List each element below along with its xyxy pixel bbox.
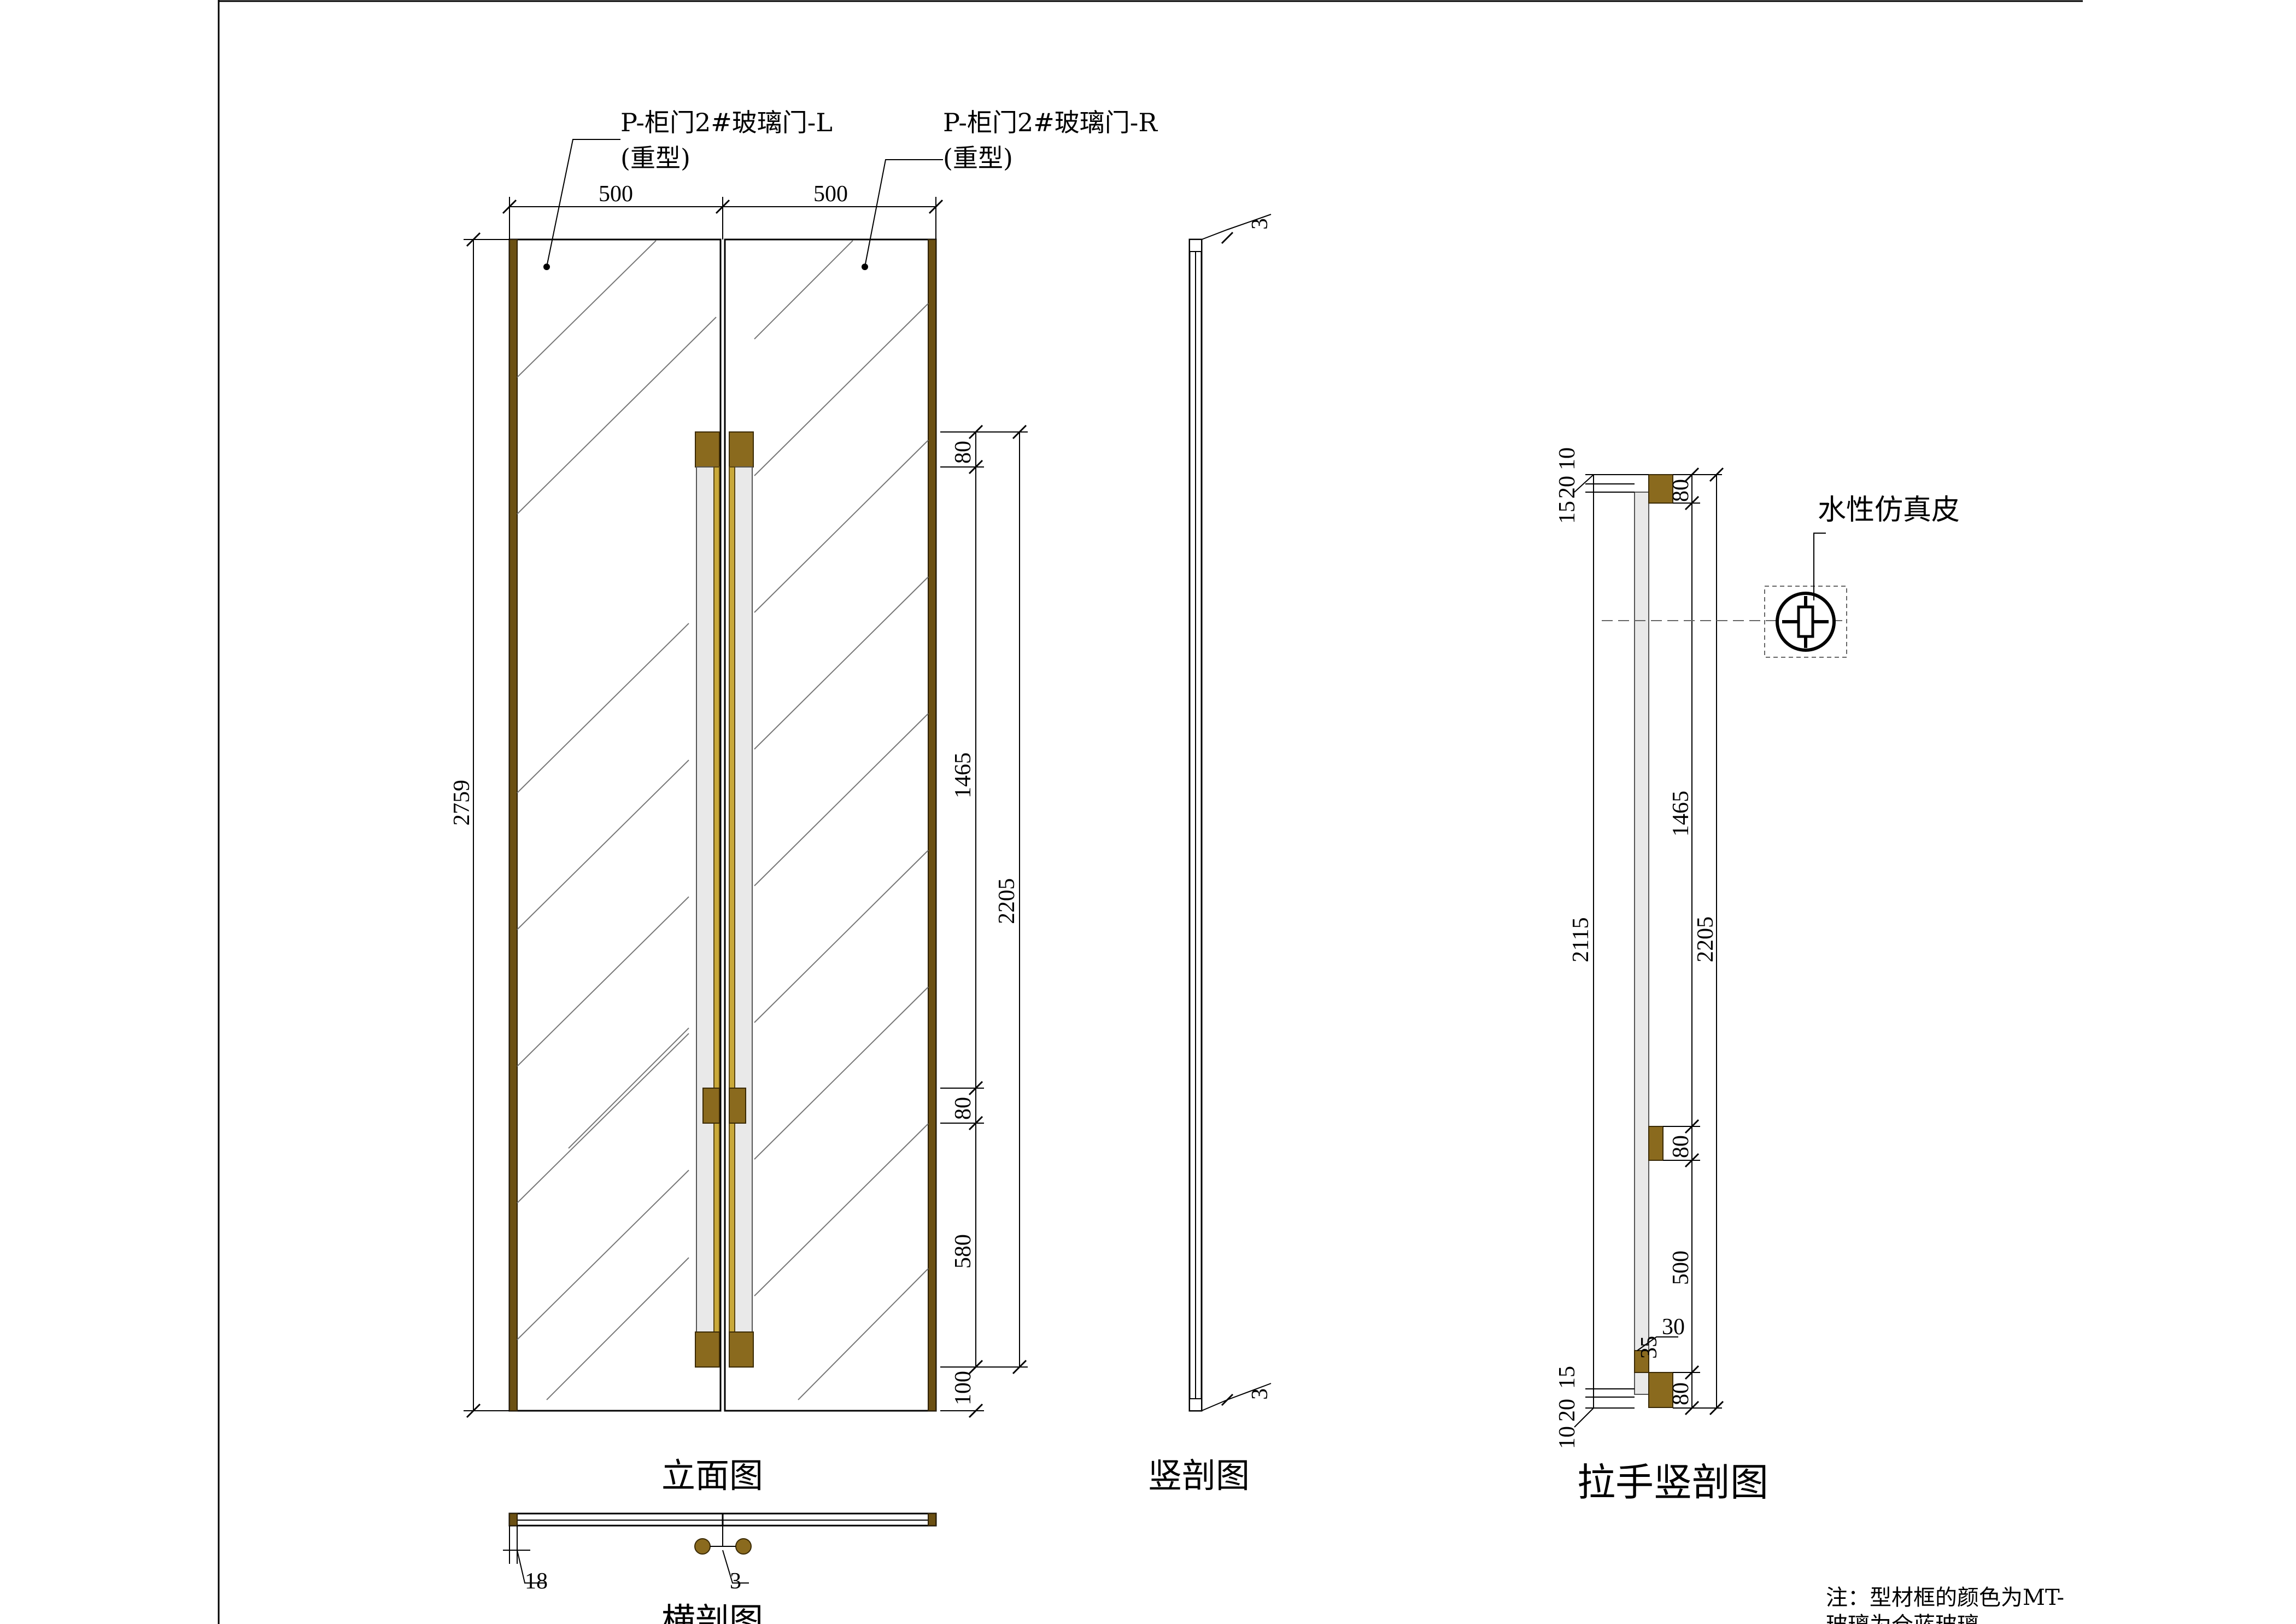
cross-dimension-lines bbox=[503, 1526, 749, 1584]
dim-handle-top-cap: 80 bbox=[951, 441, 976, 464]
dim-section-bottom: 3 bbox=[1247, 1388, 1273, 1400]
note-block: 注：型材框的颜色为MT- 玻璃为仓蓝玻璃 bbox=[1826, 1585, 2064, 1624]
door-left-type-label: (重型) bbox=[620, 143, 690, 173]
note-line-2: 玻璃为仓蓝玻璃 bbox=[1826, 1613, 1979, 1624]
dim-height-total: 2759 bbox=[449, 780, 475, 826]
dim-handle-cap-bottom: 80 bbox=[1668, 1382, 1694, 1405]
dim-handle-bottom-a: 15 bbox=[1555, 1366, 1580, 1389]
dim-cross-thickness: 18 bbox=[525, 1569, 548, 1594]
title-cross-section: 横剖图 bbox=[661, 1600, 763, 1624]
door-panel-right bbox=[724, 238, 937, 1412]
dim-section-top: 3 bbox=[1247, 218, 1273, 230]
door-handle-left bbox=[695, 431, 720, 1368]
dim-handle-mid-cap: 80 bbox=[951, 1097, 976, 1120]
handle-left-dimension-lines bbox=[1574, 474, 1635, 1428]
door-panel-left bbox=[508, 238, 722, 1412]
note-line-1: 注：型材框的颜色为MT- bbox=[1826, 1585, 2064, 1610]
handle-dimension-lines bbox=[940, 424, 1028, 1418]
title-elevation: 立面图 bbox=[661, 1456, 763, 1496]
handle-right-dimension-lines bbox=[1637, 467, 1724, 1416]
dim-handle-bottom: 100 bbox=[951, 1371, 976, 1405]
dim-handle-cap-top: 80 bbox=[1668, 479, 1694, 502]
handle-detail-symbol bbox=[1764, 586, 1847, 658]
dim-handle-bottom-c: 20 bbox=[1555, 1399, 1580, 1422]
door-left-label: P-柜门2#玻璃门-L bbox=[620, 108, 833, 137]
handle-section-view: 10 15 20 2115 15 10 20 80 1465 bbox=[1555, 447, 1960, 1505]
height-dimension-line bbox=[464, 232, 509, 1418]
material-leader bbox=[1813, 533, 1826, 600]
section-view: 3 3 竖剖图 bbox=[1148, 214, 1273, 1496]
material-label: 水性仿真皮 bbox=[1818, 494, 1960, 527]
dim-handle-length: 1465 bbox=[1668, 791, 1694, 837]
door-handle-right bbox=[729, 431, 754, 1368]
dim-handle-lower: 500 bbox=[1668, 1251, 1694, 1285]
dim-handle-inner-b: 35 bbox=[1637, 1336, 1662, 1359]
door-right-type-label: (重型) bbox=[943, 143, 1013, 173]
dim-handle-cap-mid: 80 bbox=[1668, 1135, 1694, 1158]
elevation-view: P-柜门2#玻璃门-L (重型) P-柜门2#玻璃门-R (重型) 500 50… bbox=[449, 108, 1158, 1496]
dim-handle-span: 2205 bbox=[994, 878, 1020, 924]
dim-handle-bottom-b: 10 bbox=[1555, 1426, 1580, 1449]
sheet-border bbox=[218, 0, 2083, 1624]
dim-handle-top-a: 10 bbox=[1555, 447, 1580, 470]
dim-handle-inner: 30 bbox=[1662, 1315, 1685, 1340]
dim-handle-top-c: 20 bbox=[1555, 476, 1580, 499]
dim-handle-span: 2205 bbox=[1693, 916, 1718, 962]
dim-handle-length: 1465 bbox=[951, 752, 976, 798]
leader-lines bbox=[543, 139, 943, 270]
title-handle-section: 拉手竖剖图 bbox=[1577, 1460, 1768, 1505]
dim-handle-overall: 2115 bbox=[1568, 918, 1594, 962]
title-section: 竖剖图 bbox=[1148, 1456, 1250, 1496]
dim-handle-lower: 580 bbox=[951, 1234, 976, 1269]
dim-handle-top-b: 15 bbox=[1555, 501, 1580, 524]
dim-width-left: 500 bbox=[599, 182, 633, 207]
door-right-label: P-柜门2#玻璃门-R bbox=[943, 108, 1158, 137]
cross-section-view: 18 3 横剖图 bbox=[503, 1512, 937, 1624]
width-dimension-line bbox=[502, 197, 944, 239]
dim-cross-gap: 3 bbox=[730, 1569, 741, 1594]
dim-width-right: 500 bbox=[813, 182, 848, 207]
